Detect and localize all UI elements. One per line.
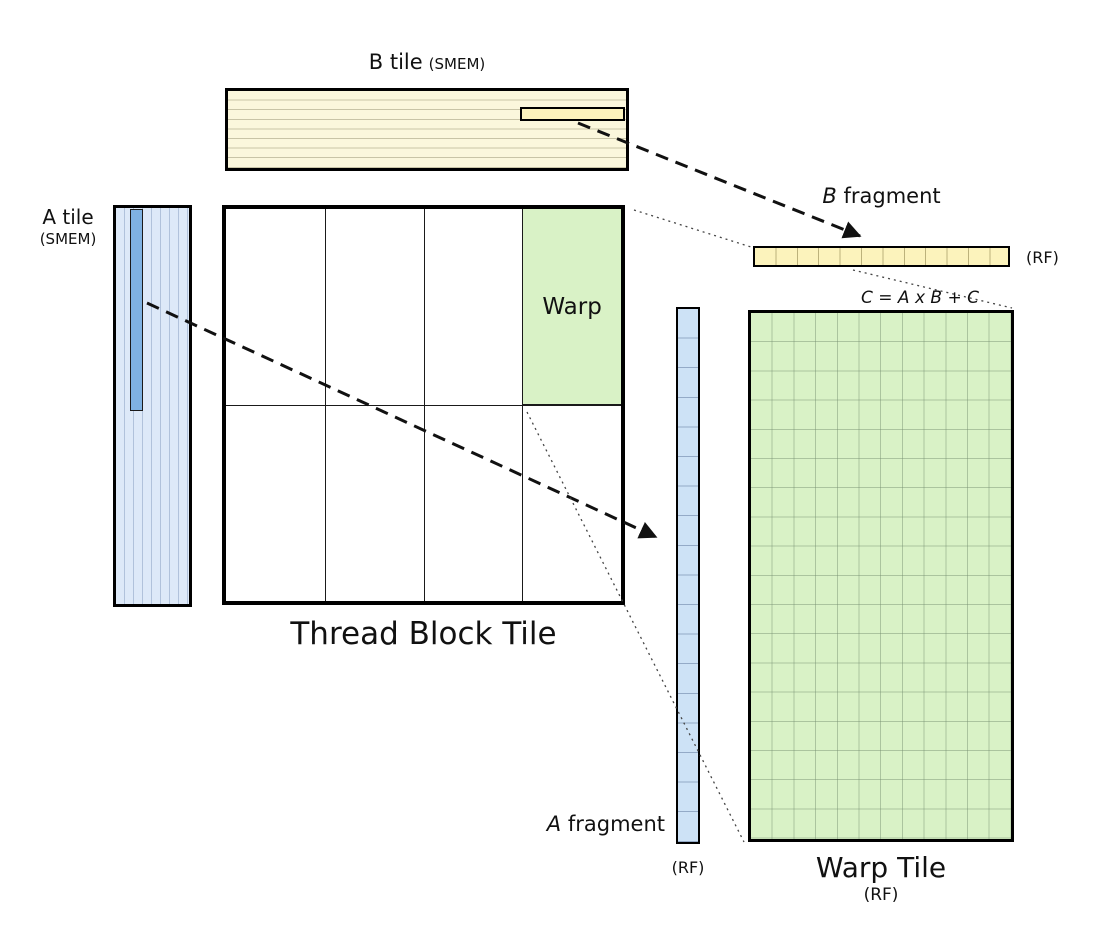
b-fragment-rf-label: (RF) [1026,248,1059,267]
a-fragment-letter: A [546,812,562,836]
b-fragment [753,246,1010,267]
warp-cell-label: Warp [542,293,602,320]
b-fragment-word: fragment [836,184,941,208]
a-tile-highlight [130,209,143,411]
warp-tile [748,310,1014,842]
grid-divider [226,405,621,406]
warp-tile-label: Warp Tile (RF) [748,852,1014,906]
a-tile-smem-label: (SMEM) [39,230,97,248]
b-fragment-letter: B [822,184,837,208]
b-tile-title: B tile [368,50,423,74]
b-tile-label: B tile (SMEM) [225,50,629,76]
thread-block-tile: Warp [222,205,625,605]
warp-cell: Warp [522,209,621,405]
thread-block-tile-label: Thread Block Tile [290,616,557,652]
b-tile-smem-label: (SMEM) [428,55,486,73]
b-tile [225,88,629,171]
zoom-connector-top [633,209,752,248]
a-fragment-rf-label: (RF) [671,858,705,877]
warp-tile-title: Warp Tile [815,851,947,884]
a-fragment-label: A fragment [530,812,665,836]
equation-label: C = A x B + C [860,288,979,308]
a-fragment-word: fragment [561,812,665,836]
b-tile-highlight [520,107,625,121]
warp-tile-rf-label: (RF) [863,885,899,905]
b-fragment-label: B fragment [753,184,1010,208]
a-tile-title: A tile [42,205,94,229]
a-tile [113,205,192,607]
a-tile-label: A tile (SMEM) [28,205,108,249]
a-fragment [676,307,700,844]
